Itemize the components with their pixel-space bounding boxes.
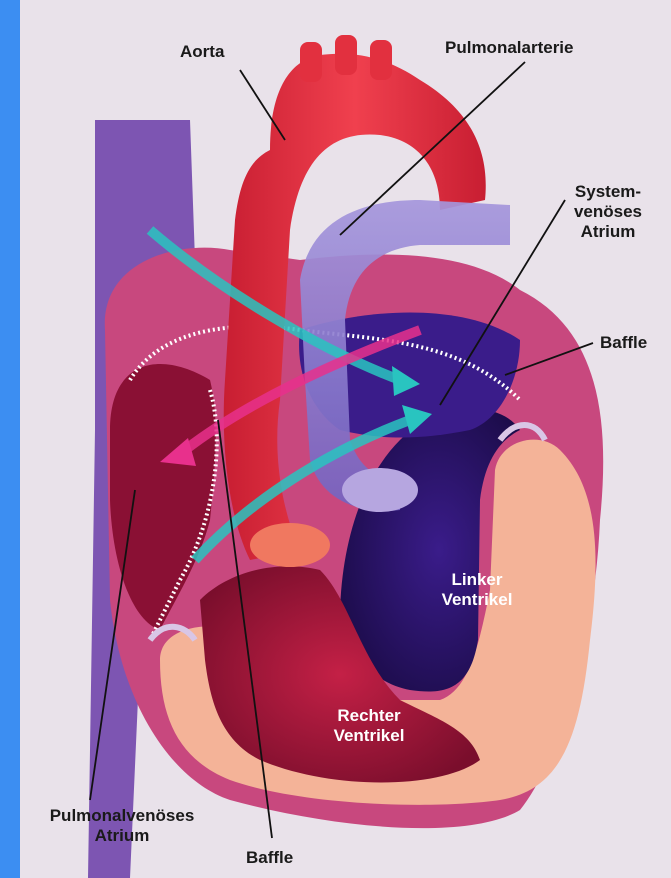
- label-pulmonalarterie: Pulmonalarterie: [445, 38, 574, 58]
- label-baffle-bottom: Baffle: [246, 848, 293, 868]
- label-rechter-ventrikel: Rechter Ventrikel: [314, 706, 424, 746]
- aorta-branch-3: [370, 40, 392, 80]
- aortic-valve: [250, 523, 330, 567]
- label-systemvenoeses-atrium: System- venöses Atrium: [568, 182, 648, 242]
- label-pulmonalvenoeses-atrium: Pulmonalvenöses Atrium: [22, 806, 222, 846]
- aorta-branch-2: [335, 35, 357, 75]
- label-aorta: Aorta: [180, 42, 224, 62]
- aorta-branch-1: [300, 42, 322, 82]
- label-baffle-right: Baffle: [600, 333, 647, 353]
- label-linker-ventrikel: Linker Ventrikel: [422, 570, 532, 610]
- pulmonary-valve: [342, 468, 418, 512]
